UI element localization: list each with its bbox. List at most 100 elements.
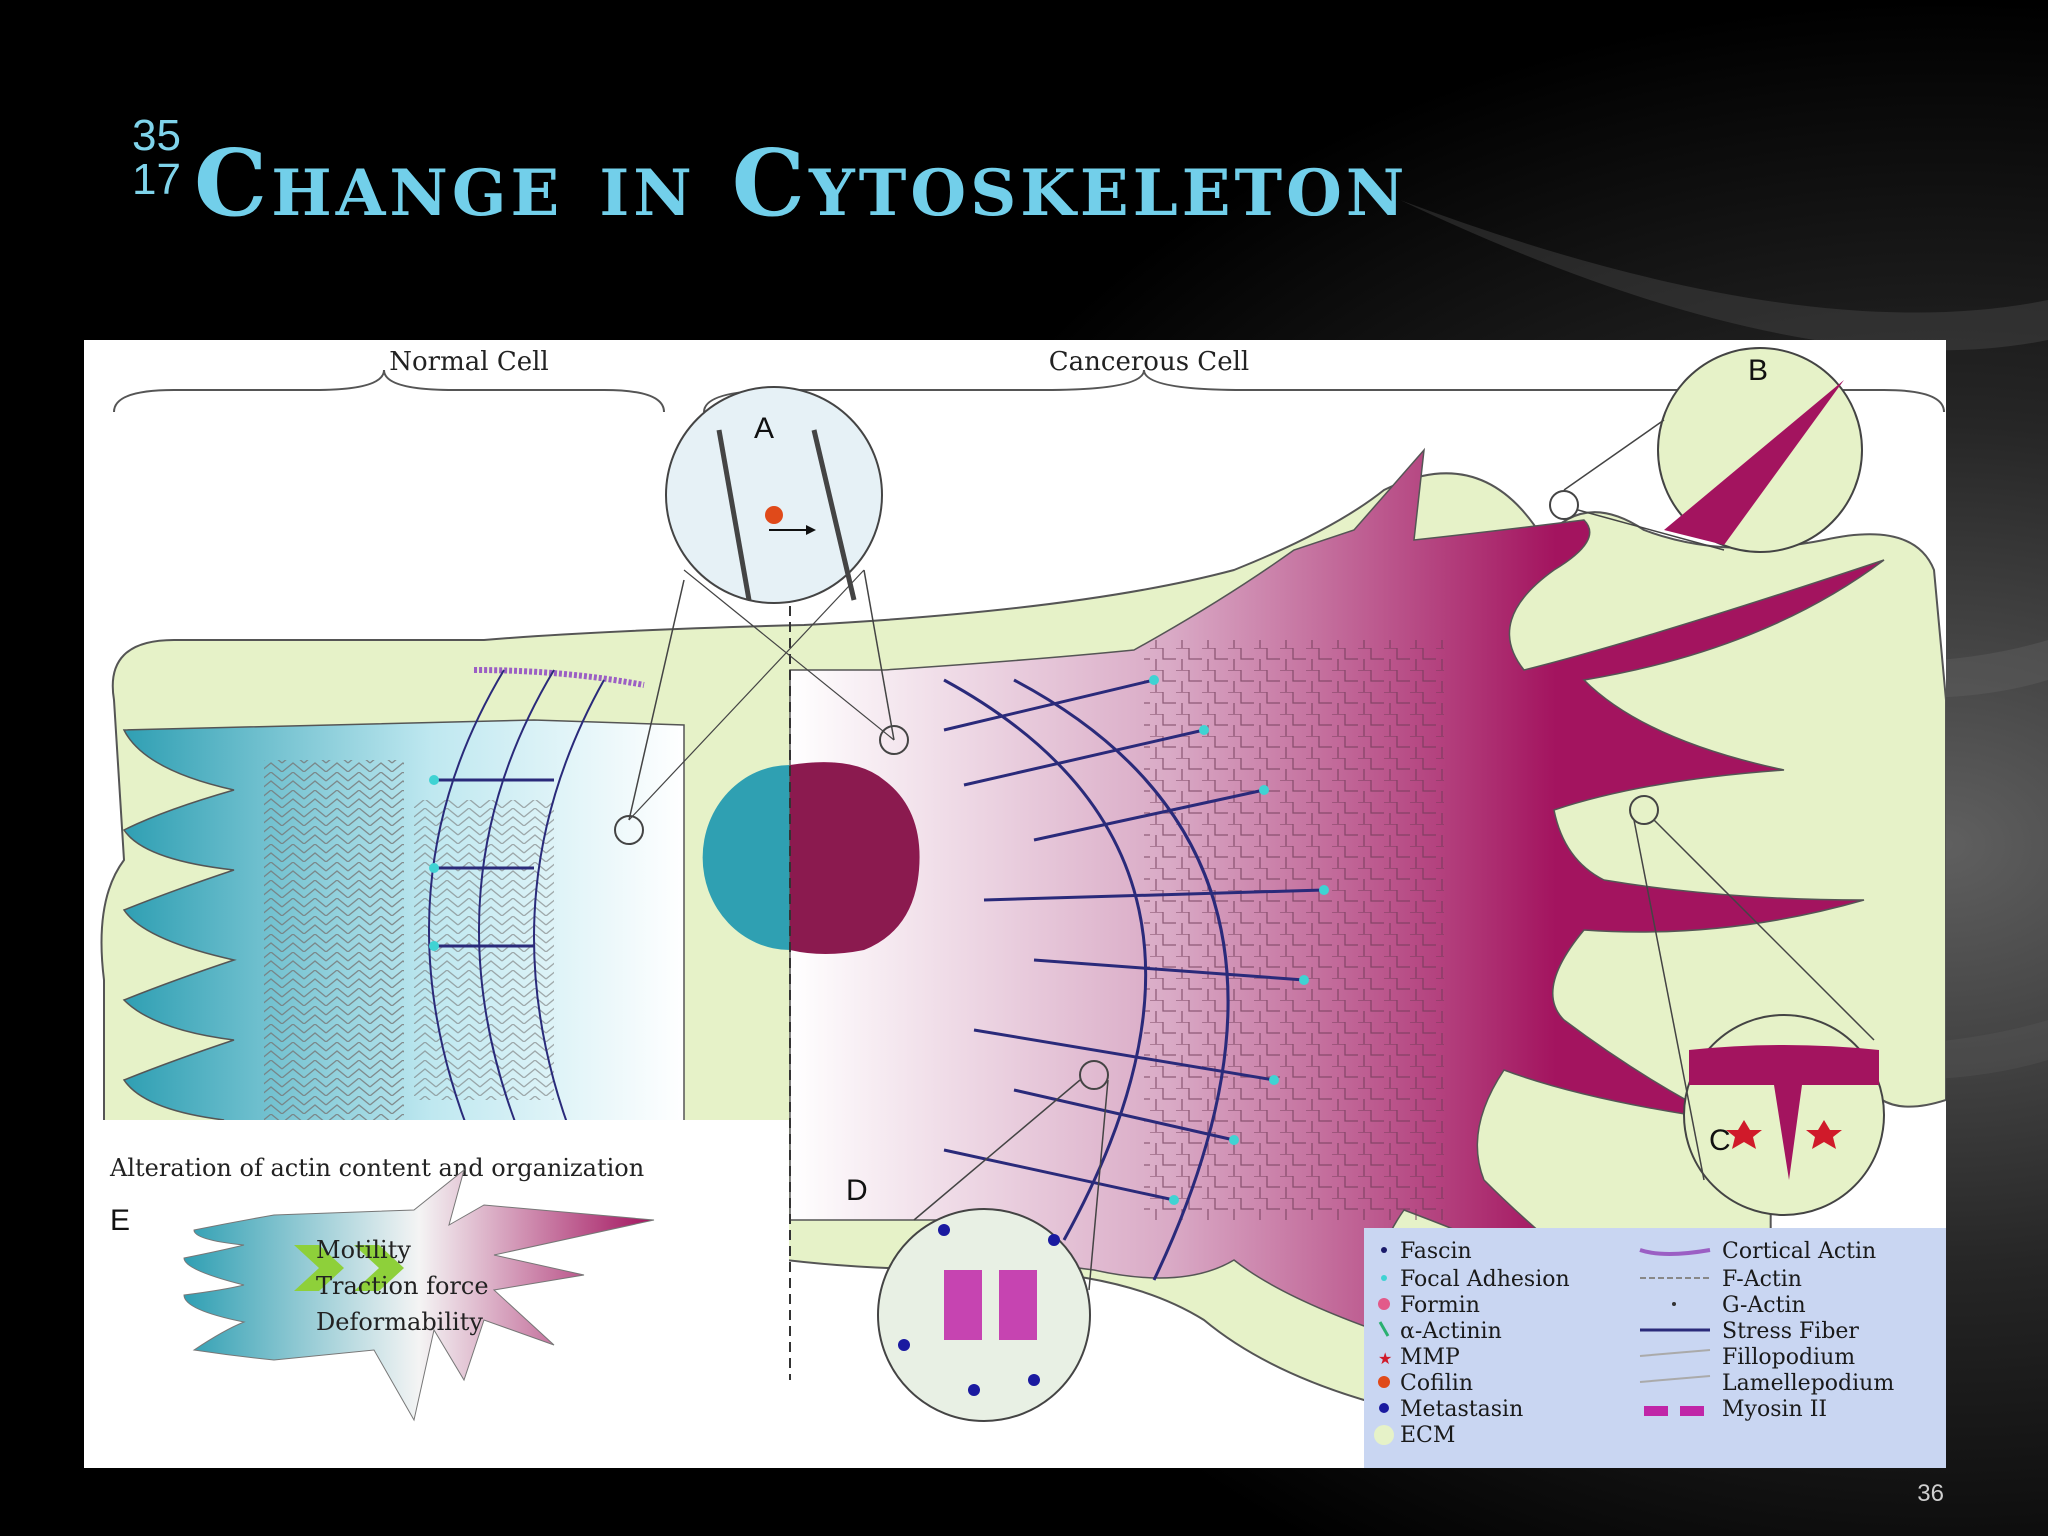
legend-item-myosin-ii: Myosin II	[1722, 1397, 1827, 1422]
normal-actin-mesh	[264, 760, 404, 1140]
page-number: 36	[1917, 1480, 1944, 1507]
metastasin-marker	[898, 1339, 910, 1351]
legend-right: Cortical Actin F-Actin G-Actin Stress Fi…	[1639, 1239, 1894, 1422]
inset-e-item-deformability: Deformability	[316, 1308, 483, 1336]
cytoskeleton-figure: Normal Cell Cancerous Cell A	[84, 340, 1946, 1468]
inset-a-arrowhead	[806, 525, 816, 535]
cancer-stress-fiber	[983, 888, 1325, 902]
legend-item-mmp: MMP	[1400, 1345, 1460, 1370]
myosin-ii-icon	[1680, 1406, 1704, 1416]
inset-d-connector	[1088, 1079, 1109, 1291]
cancer-stress-fiber	[943, 1148, 1175, 1202]
cortical-actin-icon	[1639, 1248, 1711, 1256]
normal-cell-bracket	[113, 369, 665, 413]
cancer-stress-fiber	[1033, 958, 1305, 982]
inset-a-connector	[683, 569, 895, 741]
myosin-ii-icon	[1644, 1406, 1668, 1416]
focal-adhesion	[1259, 785, 1269, 795]
inset-a-filament-left	[716, 429, 752, 601]
focal-adhesion	[429, 941, 439, 951]
metastasin-marker	[1048, 1234, 1060, 1246]
inset-b-label: B	[1748, 354, 1768, 387]
lamellepodium-icon	[1639, 1375, 1711, 1383]
focal-adhesion	[1319, 885, 1329, 895]
inset-a-label: A	[754, 412, 774, 445]
motility-chevron	[294, 1245, 344, 1291]
inset-d-lens	[877, 1208, 1091, 1422]
metastasin-icon	[1379, 1403, 1389, 1413]
inset-b-connector	[1577, 509, 1725, 551]
cancerous-cell-label: Cancerous Cell	[1049, 347, 1249, 377]
cortical-actin-top	[473, 667, 645, 688]
legend-item-metastasin: Metastasin	[1400, 1397, 1523, 1422]
legend-item-cofilin: Cofilin	[1400, 1371, 1473, 1396]
traction-chevron	[354, 1245, 404, 1291]
legend-box	[1364, 1228, 1946, 1468]
title-text: Change in Cytoskeleton	[194, 129, 1409, 237]
metastasin-marker	[968, 1384, 980, 1396]
g-actin-icon	[1672, 1302, 1676, 1306]
cancer-stress-fiber	[943, 678, 1155, 732]
focal-adhesion	[429, 775, 439, 785]
legend-item-f-actin: F-Actin	[1722, 1267, 1802, 1292]
legend-item-g-actin: G-Actin	[1722, 1293, 1806, 1318]
cancer-actin-mesh	[1144, 640, 1444, 1220]
cofilin-icon	[1378, 1376, 1390, 1388]
title-ref-subscript: 17	[132, 155, 181, 204]
fillopodium-icon	[1639, 1349, 1711, 1357]
inset-a-connector	[628, 579, 685, 821]
cancer-nucleus	[790, 762, 920, 954]
inset-e-cell	[183, 1168, 655, 1422]
normal-cell-label: Normal Cell	[389, 347, 548, 377]
normal-nucleus	[702, 765, 790, 950]
inset-c-label: C	[1709, 1124, 1731, 1157]
focal-adhesion	[1229, 1135, 1239, 1145]
focal-adhesion-icon	[1381, 1275, 1387, 1281]
inset-e-heading: Alteration of actin content and organiza…	[109, 1154, 644, 1182]
legend-item-lamellepodium: Lamellepodium	[1722, 1371, 1894, 1396]
fascin-icon	[1381, 1247, 1387, 1253]
cancer-stress-arc-1	[943, 678, 1148, 1241]
cancer-stress-fiber	[973, 1028, 1275, 1082]
title-ref-superscript: 35	[132, 111, 181, 160]
inset-a-connector	[863, 569, 895, 741]
cancer-stress-fiber	[1033, 788, 1265, 842]
inset-b-connector	[1563, 419, 1665, 491]
legend-item-formin: Formin	[1400, 1293, 1480, 1318]
mmp-marker	[1726, 1120, 1762, 1149]
inset-a-connector	[628, 569, 865, 821]
myosin-cluster	[999, 1270, 1037, 1340]
focal-adhesion	[1269, 1075, 1279, 1085]
inset-e-item-traction: Traction force	[316, 1272, 489, 1300]
inset-c-connector	[1633, 819, 1705, 1181]
metastasin-marker	[1028, 1374, 1040, 1386]
legend-item-cortical-actin: Cortical Actin	[1722, 1239, 1876, 1264]
inset-c-source-circle	[1629, 795, 1659, 825]
inset-e-item-motility: Motility	[316, 1236, 411, 1264]
alpha-actinin-icon	[1378, 1321, 1390, 1337]
inset-d-source-circle	[1079, 1060, 1109, 1090]
inset-b-filopodium	[1664, 380, 1844, 545]
formin-icon	[1378, 1298, 1390, 1310]
focal-adhesion	[1169, 1195, 1179, 1205]
focal-adhesion	[1299, 975, 1309, 985]
inset-e-label: E	[110, 1204, 130, 1237]
legend-item-stress-fiber: Stress Fiber	[1722, 1319, 1859, 1344]
cancer-stress-arc-2	[1013, 678, 1230, 1281]
focal-adhesion	[1149, 675, 1159, 685]
ecm-icon	[1374, 1425, 1394, 1445]
myosin-cluster	[944, 1270, 982, 1340]
legend-item-fascin: Fascin	[1400, 1239, 1472, 1264]
inset-a-source-circle	[879, 725, 909, 755]
cancer-stress-fiber	[963, 728, 1205, 787]
inset-a-filament-right	[811, 429, 857, 601]
cancer-stress-fiber	[1013, 1088, 1235, 1142]
metastasin-marker	[938, 1224, 950, 1236]
inset-c-invadopodium	[1689, 1045, 1879, 1180]
legend-item-ecm: ECM	[1400, 1423, 1455, 1448]
inset-d-label: D	[846, 1174, 868, 1207]
focal-adhesion	[429, 863, 439, 873]
mmp-marker	[1806, 1120, 1842, 1149]
legend-item-focal-adhesion: Focal Adhesion	[1400, 1267, 1570, 1292]
inset-b-source-circle	[1549, 490, 1579, 520]
